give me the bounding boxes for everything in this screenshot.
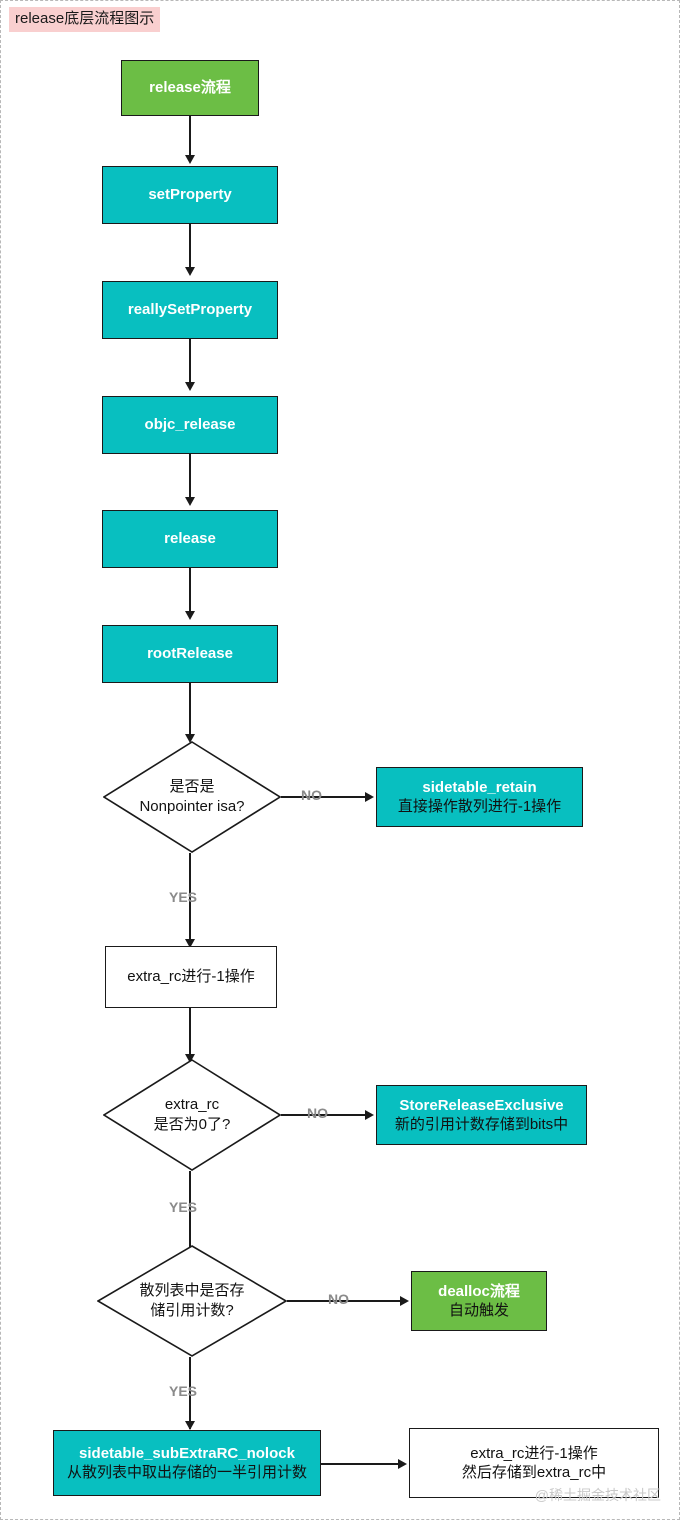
page-title: release底层流程图示 — [9, 7, 161, 32]
edge-n8-d2 — [189, 1008, 191, 1060]
edge-n5-n6 — [189, 568, 191, 613]
node-label-line2: 新的引用计数存储到bits中 — [394, 1116, 569, 1133]
edge-label-yes-1: YES — [169, 889, 198, 905]
edge-label-yes-3: YES — [169, 1383, 198, 1399]
arrowhead-n5-n6 — [185, 611, 195, 620]
node-label-line1: reallySetProperty — [127, 301, 253, 319]
edge-d1-n8 — [189, 853, 191, 945]
watermark: @稀土掘金技术社区 — [534, 1487, 661, 1503]
edge-n3-n4 — [189, 339, 191, 384]
node-label-line1: release — [164, 530, 216, 548]
edge-n4-n5 — [189, 454, 191, 499]
node-label-line2: 直接操作散列进行-1操作 — [397, 798, 562, 815]
node-label-line1: StoreReleaseExclusive — [399, 1096, 564, 1114]
arrowhead-d2-n9 — [365, 1110, 374, 1120]
decision-label-line2: Nonpointer isa? — [139, 798, 245, 815]
node-extra-rc-minus-one: extra_rc进行-1操作 — [105, 946, 277, 1008]
decision-label-line1: extra_rc — [164, 1095, 220, 1113]
node-storereleaseexclusive: StoreReleaseExclusive 新的引用计数存储到bits中 — [376, 1085, 587, 1145]
node-label-line2: 然后存储到extra_rc中 — [461, 1464, 607, 1481]
edge-d3-n11 — [189, 1357, 191, 1429]
decision-label-line1: 是否是 — [169, 777, 215, 795]
decision-label-line2: 储引用计数? — [150, 1302, 234, 1319]
edge-n1-n2 — [189, 116, 191, 157]
node-label-line1: sidetable_retain — [422, 778, 537, 796]
decision-label-line2: 是否为0了? — [153, 1116, 231, 1133]
decision-label: 是否是 Nonpointer isa? — [139, 777, 244, 818]
edge-d3-n10 — [287, 1300, 402, 1302]
decision-sidetable-has-refcount: 散列表中是否存 储引用计数? — [97, 1245, 287, 1357]
node-label-line1: sidetable_subExtraRC_nolock — [79, 1444, 295, 1462]
arrowhead-n8-d2 — [185, 1054, 195, 1063]
diamond-shape — [103, 741, 281, 853]
node-label-line1: dealloc流程 — [438, 1282, 520, 1300]
node-dealloc-flow: dealloc流程 自动触发 — [411, 1271, 547, 1331]
edge-label-no-3: NO — [328, 1291, 349, 1307]
node-rootrelease: rootRelease — [102, 625, 278, 683]
arrowhead-n6-d1 — [185, 734, 195, 743]
node-label-line2: 从散列表中取出存储的一半引用计数 — [66, 1464, 307, 1481]
arrowhead-n11-n12 — [398, 1459, 407, 1469]
edge-n2-n3 — [189, 224, 191, 269]
edge-label-yes-2: YES — [169, 1199, 198, 1215]
edge-label-no-1: NO — [301, 787, 322, 803]
node-label-line1: objc_release — [144, 416, 236, 434]
edge-label-no-2: NO — [307, 1105, 328, 1121]
node-extra-rc-store: extra_rc进行-1操作 然后存储到extra_rc中 — [409, 1428, 659, 1498]
edge-n11-n12 — [321, 1463, 400, 1465]
arrowhead-n1-n2 — [185, 155, 195, 164]
arrowhead-d3-n10 — [400, 1296, 409, 1306]
edge-d1-n7 — [281, 796, 367, 798]
node-setproperty: setProperty — [102, 166, 278, 224]
decision-nonpointer-isa: 是否是 Nonpointer isa? — [103, 741, 281, 853]
node-label-line2: 自动触发 — [448, 1302, 509, 1319]
node-label-line1: extra_rc进行-1操作 — [127, 968, 255, 986]
node-label-line1: rootRelease — [147, 645, 233, 663]
decision-label: extra_rc 是否为0了? — [154, 1095, 231, 1136]
node-label-line1: extra_rc进行-1操作 — [470, 1444, 598, 1462]
decision-label: 散列表中是否存 储引用计数? — [139, 1281, 244, 1322]
node-label-line1: release流程 — [149, 79, 231, 97]
node-objc-release: objc_release — [102, 396, 278, 454]
node-release: release — [102, 510, 278, 568]
diamond-shape — [97, 1245, 287, 1357]
arrowhead-n2-n3 — [185, 267, 195, 276]
node-label-line1: setProperty — [148, 186, 232, 204]
arrowhead-d3-n11 — [185, 1421, 195, 1430]
arrowhead-d1-n8 — [185, 939, 195, 948]
arrowhead-n4-n5 — [185, 497, 195, 506]
edge-n6-d1 — [189, 683, 191, 738]
node-sidetable-retain: sidetable_retain 直接操作散列进行-1操作 — [376, 767, 583, 827]
node-release-flow: release流程 — [121, 60, 259, 116]
decision-extra-rc-zero: extra_rc 是否为0了? — [103, 1059, 281, 1171]
node-reallysetproperty: reallySetProperty — [102, 281, 278, 339]
arrowhead-d1-n7 — [365, 792, 374, 802]
arrowhead-n3-n4 — [185, 382, 195, 391]
edge-d2-d3 — [189, 1171, 191, 1266]
edge-d2-n9 — [281, 1114, 367, 1116]
node-sidetable-subextrarc-nolock: sidetable_subExtraRC_nolock 从散列表中取出存储的一半… — [53, 1430, 321, 1496]
diamond-shape — [103, 1059, 281, 1171]
decision-label-line1: 散列表中是否存 — [139, 1281, 245, 1299]
